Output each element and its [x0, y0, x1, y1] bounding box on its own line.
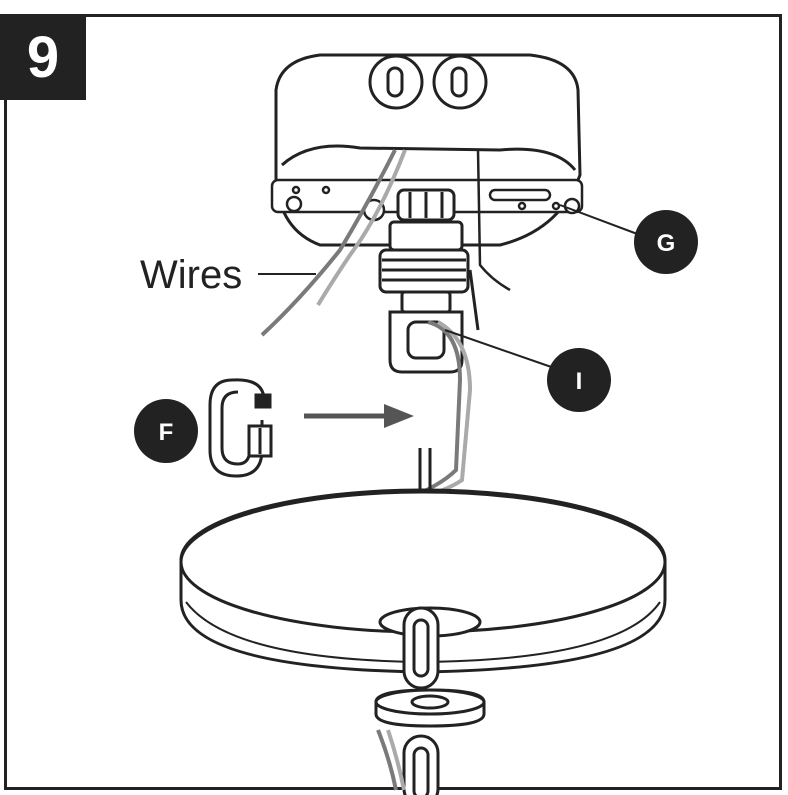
callout-g-label: G	[657, 230, 676, 257]
callout-f: F	[134, 399, 198, 463]
chain-and-ring-nut	[374, 606, 486, 795]
instruction-panel-frame	[4, 14, 782, 790]
step-number-badge: 9	[0, 14, 86, 100]
carabiner-link	[208, 378, 273, 478]
callout-i-label: I	[576, 368, 583, 395]
direction-arrow	[304, 404, 414, 428]
callout-i-leader	[444, 329, 561, 371]
outlet-slots	[368, 54, 488, 110]
threaded-nipple-assembly	[378, 188, 470, 374]
callout-g: G	[634, 210, 698, 274]
canopy-plate	[179, 488, 667, 674]
wires-label: Wires	[140, 253, 242, 297]
supply-wires	[260, 149, 511, 337]
callout-g-leader	[559, 204, 641, 236]
callout-i: I	[547, 348, 611, 412]
callout-f-label: F	[159, 419, 174, 446]
